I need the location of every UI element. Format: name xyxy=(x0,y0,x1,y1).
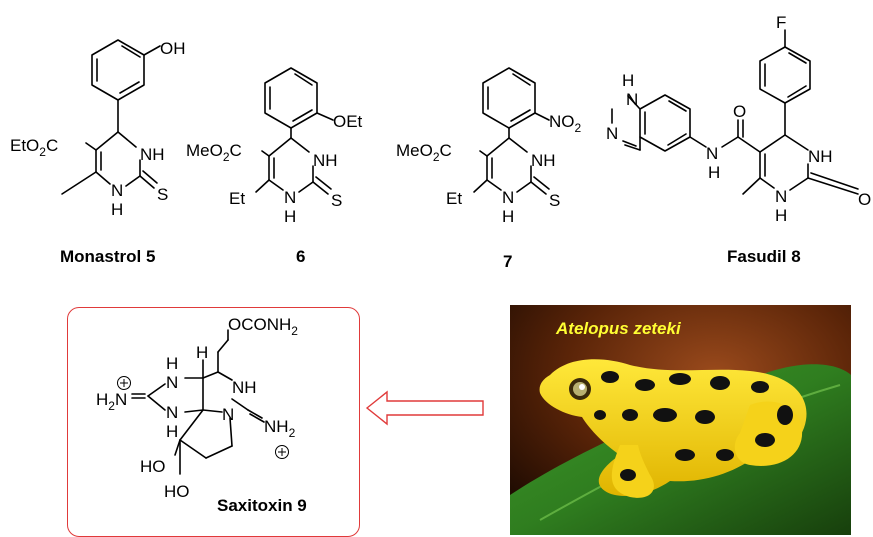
compound-6-s-label: S xyxy=(331,191,342,210)
monastrol-oh-label: OH xyxy=(160,39,186,58)
saxitoxin-bridge-h-label: H xyxy=(196,343,208,362)
monastrol-s-label: S xyxy=(157,185,168,204)
fasudil-n-label: N xyxy=(775,187,787,206)
saxitoxin-positive-charge-right xyxy=(275,445,289,459)
monastrol-nh-label: NH xyxy=(140,145,165,164)
monastrol-h-label: H xyxy=(111,200,123,219)
compound-6-nh-label: NH xyxy=(313,151,338,170)
fasudil-f-label: F xyxy=(776,13,786,32)
compound-7-no2-label: NO2 xyxy=(549,112,582,135)
fasudil-caption: Fasudil 8 xyxy=(727,247,801,266)
saxitoxin-nh2-label: NH2 xyxy=(264,417,296,440)
fasudil-indazole-h-label: H xyxy=(622,71,634,90)
compound-6-structure: OEt MeO2C NH Et N H S xyxy=(186,67,363,226)
fasudil-nh-label: NH xyxy=(808,147,833,166)
fasudil-indazole-n2-label: N xyxy=(606,124,618,143)
monastrol-ester-label: EtO2C xyxy=(10,136,58,159)
fasudil-amide-h-label: H xyxy=(708,163,720,182)
saxitoxin-ho1-label: HO xyxy=(140,457,166,476)
saxitoxin-box xyxy=(67,307,360,537)
structures-canvas: OH EtO2C NH N H S OEt MeO2C NH Et N H S xyxy=(10,13,871,501)
saxitoxin-ring-n-label: N xyxy=(222,405,234,424)
monastrol-n-label: N xyxy=(111,181,123,200)
compound-7-et-label: Et xyxy=(446,189,462,208)
left-arrow-icon xyxy=(365,390,484,426)
saxitoxin-lower-n-label: N xyxy=(166,403,178,422)
compound-7-h-label: H xyxy=(502,207,514,226)
frog-photo: Atelopus zeteki xyxy=(510,305,851,535)
compound-6-n-label: N xyxy=(284,188,296,207)
saxitoxin-nh-h-label: H xyxy=(166,354,178,373)
monastrol-caption: Monastrol 5 xyxy=(60,247,156,266)
saxitoxin-imid-n-label: N xyxy=(166,373,178,392)
fasudil-carbonyl-o-label: O xyxy=(733,102,746,121)
compound-7-nh-label: NH xyxy=(531,151,556,170)
compound-7-structure: NO2 MeO2C NH Et N H S xyxy=(396,67,582,226)
fasudil-structure: F H N N O N H NH N H O xyxy=(606,13,871,225)
compound-7-ester-label: MeO2C xyxy=(396,141,452,164)
saxitoxin-nh-label: NH xyxy=(232,378,257,397)
compound-6-caption: 6 xyxy=(296,247,306,266)
compound-6-h-label: H xyxy=(284,207,296,226)
monastrol-structure: OH EtO2C NH N H S xyxy=(10,39,186,219)
saxitoxin-structure: OCONH2 H H N NH H2N N H N NH2 HO HO xyxy=(96,315,298,501)
compound-6-et-label: Et xyxy=(229,189,245,208)
saxitoxin-carbamate-label: OCONH2 xyxy=(228,315,298,338)
compound-7-caption: 7 xyxy=(503,252,513,271)
species-label: Atelopus zeteki xyxy=(556,319,681,338)
saxitoxin-lower-h-label: H xyxy=(166,422,178,441)
golden-frog-illustration xyxy=(510,305,851,535)
saxitoxin-caption: Saxitoxin 9 xyxy=(217,496,307,515)
saxitoxin-iminium-label: H2N xyxy=(96,390,127,413)
fasudil-indazole-n1-label: N xyxy=(626,90,638,109)
saxitoxin-ho2-label: HO xyxy=(164,482,190,501)
saxitoxin-positive-charge-left xyxy=(117,376,131,390)
fasudil-o-label: O xyxy=(858,190,871,209)
compound-6-ester-label: MeO2C xyxy=(186,141,242,164)
fasudil-h-label: H xyxy=(775,206,787,225)
fasudil-amide-n-label: N xyxy=(706,144,718,163)
compound-7-n-label: N xyxy=(502,188,514,207)
compound-6-oet-label: OEt xyxy=(333,112,363,131)
compound-7-s-label: S xyxy=(549,191,560,210)
